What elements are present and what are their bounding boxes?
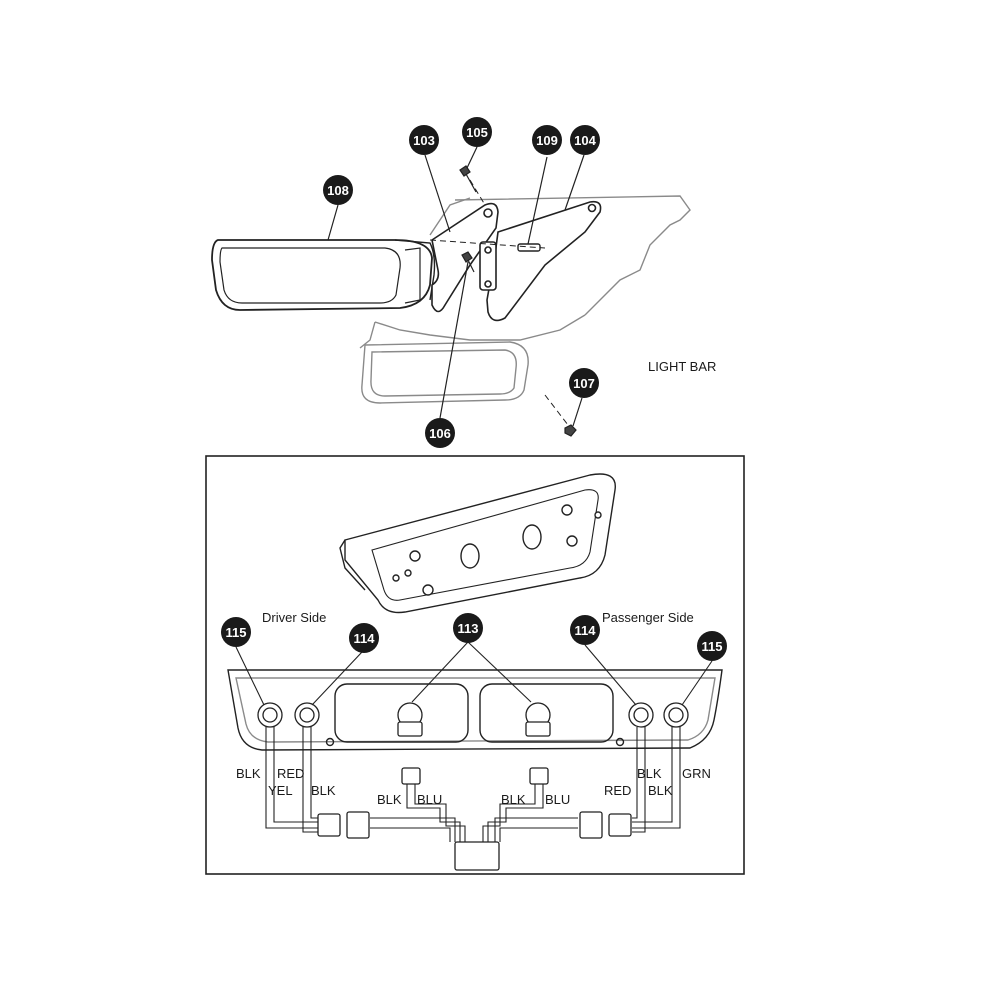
- roof-panel: [359, 195, 691, 349]
- wire-label: BLK: [648, 783, 673, 798]
- light-bar-rear-view: [339, 473, 616, 614]
- svg-text:114: 114: [354, 631, 376, 646]
- wire-label: BLK: [311, 783, 336, 798]
- svg-text:114: 114: [575, 623, 597, 638]
- callout-106: 106: [425, 418, 455, 448]
- bulb-113-right: [525, 702, 551, 785]
- driver-side-label: Driver Side: [262, 610, 326, 625]
- wiring-detail-box: Driver Side Passenger Side: [205, 455, 745, 875]
- svg-text:109: 109: [536, 133, 558, 148]
- mirror-assembly: [211, 239, 436, 311]
- lower-lens: [361, 341, 529, 404]
- svg-text:107: 107: [573, 376, 595, 391]
- callout-115-driver: 115: [221, 617, 251, 647]
- side-marker-114-passenger: [628, 702, 654, 728]
- connectors: [317, 811, 632, 871]
- side-marker-114-driver: [294, 702, 320, 728]
- bracket-104: [486, 200, 602, 322]
- svg-text:108: 108: [327, 183, 349, 198]
- callout-104: 104: [570, 125, 600, 155]
- screw-106: [461, 251, 475, 273]
- callout-103: 103: [409, 125, 439, 155]
- wire-label: BLK: [377, 792, 402, 807]
- callout-115-passenger: 115: [697, 631, 727, 661]
- svg-text:106: 106: [429, 426, 451, 441]
- side-marker-115-driver: [257, 702, 283, 728]
- wire-labels: BLK RED YEL BLK BLK BLU BLK BLU RED BLK …: [236, 766, 711, 807]
- wire-label: GRN: [682, 766, 711, 781]
- side-marker-115-passenger: [663, 702, 689, 728]
- svg-text:115: 115: [702, 639, 723, 654]
- light-bar-housing: [227, 669, 723, 751]
- svg-text:104: 104: [574, 133, 596, 148]
- wire-label: BLK: [236, 766, 261, 781]
- svg-text:115: 115: [226, 625, 247, 640]
- callout-114-passenger: 114: [570, 615, 600, 645]
- callout-107: 107: [569, 368, 599, 398]
- wire-label: RED: [604, 783, 631, 798]
- bolt-109: [517, 243, 541, 252]
- screw-105: [459, 165, 477, 193]
- svg-text:103: 103: [413, 133, 435, 148]
- light-bar-caption: LIGHT BAR: [648, 359, 716, 374]
- leader-lines: [327, 146, 585, 427]
- passenger-side-label: Passenger Side: [602, 610, 694, 625]
- exploded-view: 108 103 105 109 104 106 107 LIGHT BAR: [211, 117, 716, 448]
- callout-109: 109: [532, 125, 562, 155]
- wire-label: BLU: [417, 792, 442, 807]
- wire-label: BLK: [637, 766, 662, 781]
- callout-113: 113: [453, 613, 483, 643]
- wire-label: BLU: [545, 792, 570, 807]
- callout-114-driver: 114: [349, 623, 379, 653]
- callout-105: 105: [462, 117, 492, 147]
- wire-label: BLK: [501, 792, 526, 807]
- alignment-lines: [429, 179, 569, 426]
- svg-text:105: 105: [466, 125, 488, 140]
- nut-107: [564, 424, 577, 437]
- wire-label: RED: [277, 766, 304, 781]
- callout-108: 108: [323, 175, 353, 205]
- wiring-harness: [235, 641, 713, 842]
- wire-label: YEL: [268, 783, 293, 798]
- bulb-113-left: [397, 702, 423, 785]
- svg-text:113: 113: [458, 621, 479, 636]
- clamp-plate: [479, 241, 497, 291]
